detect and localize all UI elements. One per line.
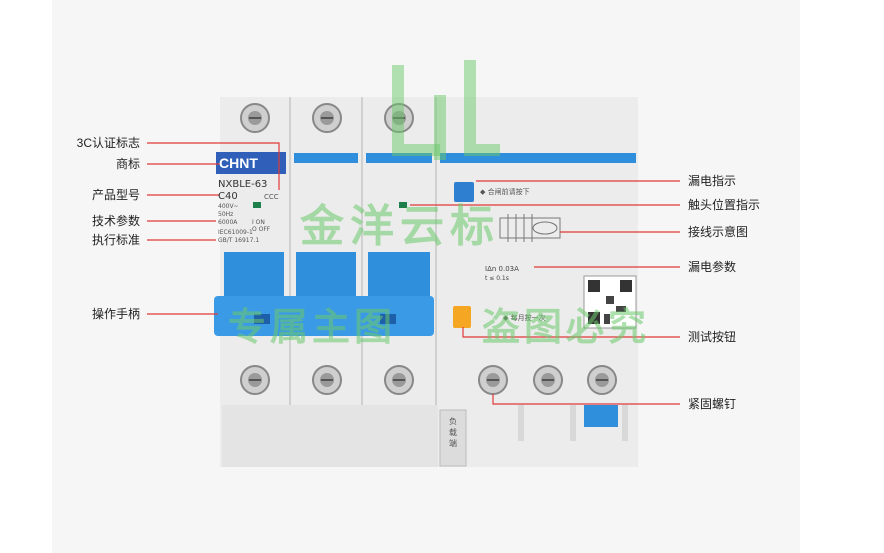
pin [570,405,576,441]
qr-code [583,275,637,329]
pin [622,405,628,441]
bottom-screw [312,365,342,395]
label-leak-indicator: 漏电指示 [688,174,737,188]
blue-band [366,153,432,163]
label-trademark: 商标 [115,157,140,171]
brand-logo: CHNT [219,155,258,171]
model-text: NXBLE-63 [218,179,268,190]
label-3c-cert: 3C认证标志 [76,136,140,150]
label-wiring-diagram: 接线示意图 [688,225,749,239]
ccc-icon: CCC [264,193,279,201]
load-label: 负载端 [449,417,457,448]
blue-band [294,153,358,163]
top-screw [240,103,270,133]
leak-current-text: IΔn 0.03A [485,265,519,273]
test-hint: ◆ 每月按一次 [503,314,546,322]
handle-slot [380,314,396,324]
label-fixing-screw: 紧固螺钉 [688,397,737,411]
din-clip [584,405,618,427]
standard-iec: IEC61009-1 [218,229,253,236]
top-screw [384,103,414,133]
contact-indicator [253,202,261,208]
watermark-line3: 盗图必究 [482,305,651,349]
blue-band [440,153,636,163]
label-model: 产品型号 [91,188,140,202]
leak-time-text: t ≤ 0.1s [485,275,509,282]
pin [518,405,524,441]
label-standard: 执行标准 [91,233,140,247]
label-handle: 操作手柄 [91,307,140,321]
handle-slot [254,314,270,324]
off-indicator-text: O OFF [252,226,271,233]
bottom-screw [384,365,414,395]
spec-breaking: 6000A [218,219,238,226]
on-indicator-text: I ON [252,219,265,226]
wiring-diagram [499,214,561,242]
handle-block [224,252,284,298]
contact-indicator [399,202,407,208]
bottom-screw [587,365,617,395]
operating-handle[interactable] [214,296,434,336]
label-tech-params: 技术参数 [91,214,140,228]
watermark-line2: 专属主图 [228,305,397,349]
watermark-line1: 金洋云标 [300,201,500,252]
test-button[interactable] [453,306,471,328]
lower-housing [222,405,438,467]
bottom-screw [240,365,270,395]
spec-voltage: 400V~ [218,203,239,210]
leak-indicator[interactable] [454,182,474,202]
top-screw [312,103,342,133]
handle-block [368,252,430,298]
brand-logo-bg [216,152,286,174]
right-callouts [410,180,680,405]
handle-block [296,252,356,298]
standard-gb: GB/T 16917.1 [218,237,260,244]
label-test-button: 测试按钮 [688,330,737,344]
spec-freq: 50Hz [218,211,234,218]
bottom-screw [478,365,508,395]
label-contact-position: 触头位置指示 [688,198,761,212]
close-hint: ◆ 合闸前请按下 [480,188,530,196]
load-terminal-tab [439,409,467,467]
label-leak-params: 漏电参数 [688,260,737,274]
bottom-screw [533,365,563,395]
left-callouts [147,142,280,315]
rating-text: C40 [218,191,238,202]
